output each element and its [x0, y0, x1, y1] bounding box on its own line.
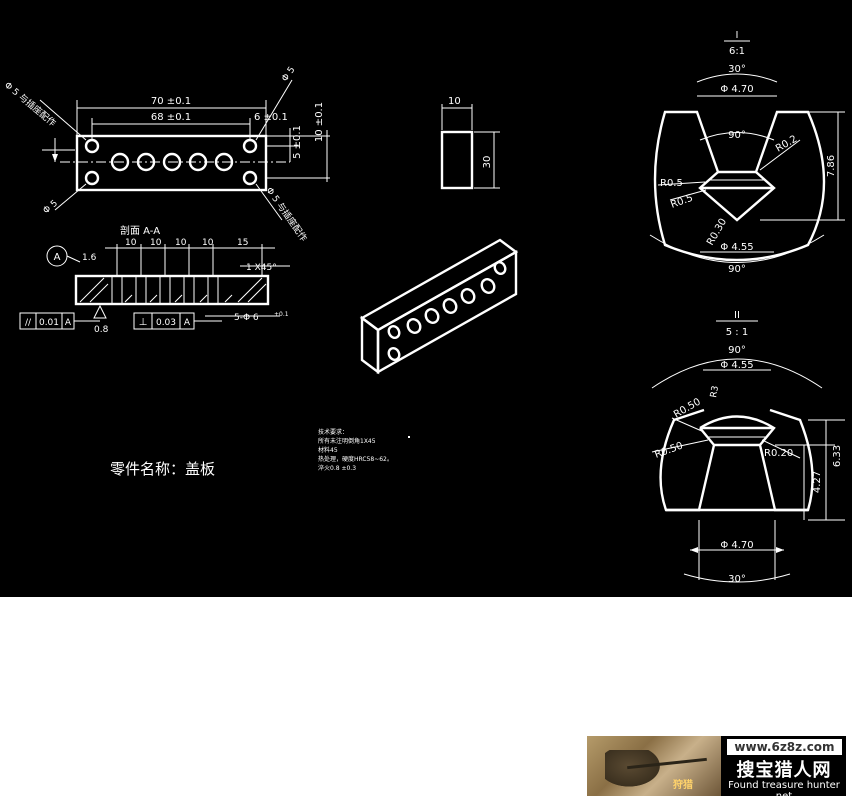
- hunter-photo: 狩猎: [587, 736, 721, 796]
- side-view: 10 30: [440, 96, 500, 190]
- tech-notes: 技术要求： 所有未注明倒角1X45 材料45 热处理，硬度HRC58~62。 淬…: [318, 428, 410, 472]
- detail1-bottom-angle: 90°: [728, 264, 746, 275]
- front-view: 70 ±0.1 68 ±0.1 6 ±0.1 5 ±0.1 10 ±0.1 Φ …: [2, 65, 330, 244]
- iso-side-face: [360, 315, 380, 375]
- detail1-top-angle: 30°: [728, 64, 746, 75]
- dim-68: 68 ±0.1: [151, 112, 191, 123]
- section-outline: [74, 274, 270, 306]
- detail-view-2: II 5 : 1 90° Φ 4.55 R3 R0.50 R0.50 R0.20…: [651, 310, 845, 585]
- detail1-mid-angle: 90°: [728, 130, 746, 141]
- detail1-bottom-dia: Φ 4.55: [720, 242, 753, 253]
- cad-drawing: 70 ±0.1 68 ±0.1 6 ±0.1 5 ±0.1 10 ±0.1 Φ …: [0, 0, 852, 597]
- part-name: 零件名称：盖板: [110, 460, 215, 478]
- watermark-en: Found treasure hunter net: [728, 780, 840, 796]
- detail1-r-left2: R0.5: [669, 193, 694, 211]
- detail1-r-left: R0.5: [660, 178, 683, 189]
- perp-value: 0.03: [156, 318, 176, 328]
- holes-note: 5-Φ 6: [234, 313, 259, 323]
- front-hole: [242, 138, 258, 154]
- dim-6: 6 ±0.1: [254, 112, 288, 123]
- detail2-r-left2: R0.50: [653, 440, 684, 460]
- perp-datum: A: [184, 318, 191, 328]
- chamfer-note: 1 X45°: [246, 263, 277, 273]
- side-dim-height: 30: [482, 156, 493, 169]
- note-bottom-right: Φ 5 与插座配作: [264, 185, 310, 244]
- detail1-top-dia: Φ 4.70: [720, 84, 753, 95]
- note-top-right: Φ 5: [280, 65, 297, 84]
- detail1-scale: 6:1: [729, 46, 745, 57]
- detail1-height: 7.86: [826, 155, 837, 177]
- note-bottom-left: Φ 5: [42, 199, 60, 217]
- dim-vert-b: 10 ±0.1: [314, 102, 325, 142]
- detail2-scale: 5 : 1: [726, 327, 748, 338]
- dim-70: 70 ±0.1: [151, 96, 191, 107]
- detail2-top-angle: 90°: [728, 345, 746, 356]
- holes-tol: +0.1: [274, 311, 289, 318]
- dim-vert-a: 5 ±0.1: [292, 125, 303, 159]
- note-line: 热处理，硬度HRC58~62。: [318, 455, 393, 463]
- detail2-height-total: 6.33: [832, 445, 843, 467]
- note-line: 技术要求：: [318, 428, 348, 436]
- isometric-view: [359, 238, 519, 375]
- detail2-top-dia: Φ 4.55: [720, 360, 753, 371]
- section-title: 剖面 A-A: [120, 224, 160, 237]
- detail2-r-left: R0.50: [672, 396, 703, 420]
- parallel-symbol: //: [25, 318, 32, 328]
- pitch: 10: [175, 238, 187, 248]
- side-dim-width: 10: [448, 96, 461, 107]
- pitch: 10: [125, 238, 137, 248]
- note-top-left: Φ 5 与插座配作: [2, 79, 58, 129]
- detail-view-1: I 6:1 30° Φ 4.70 90° R0.2 R0.5 R0.5 R0.3…: [649, 30, 845, 275]
- roughness-top: 1.6: [82, 253, 97, 263]
- front-hole: [84, 138, 100, 154]
- note-line: 淬火0.8 ±0.3: [318, 464, 356, 472]
- note-line: 材料45: [318, 446, 338, 454]
- side-plate-outline: [440, 130, 474, 190]
- pitch: 10: [202, 238, 214, 248]
- parallel-value: 0.01: [39, 318, 59, 328]
- detail2-height-lower: 4.27: [812, 471, 823, 493]
- watermark-tag: 狩猎: [673, 780, 693, 791]
- watermark-badge[interactable]: 狩猎 www.6z8z.com 搜宝猎人网 Found treasure hun…: [587, 736, 846, 796]
- parallel-datum: A: [65, 318, 72, 328]
- watermark-url[interactable]: www.6z8z.com: [727, 739, 842, 755]
- detail2-r-top: R3: [709, 385, 721, 399]
- soldier-figure-icon: [605, 750, 665, 790]
- front-hole: [214, 152, 234, 172]
- watermark-cn: 搜宝猎人网: [736, 760, 832, 781]
- detail2-id: II: [734, 310, 740, 321]
- detail1-id: I: [736, 30, 739, 41]
- perp-symbol: ⊥: [139, 317, 148, 328]
- note-line: 所有未注明倒角1X45: [318, 437, 376, 445]
- pitch: 10: [150, 238, 162, 248]
- front-hole: [242, 170, 258, 186]
- pitch: 15: [237, 238, 248, 248]
- section-view: 剖面 A-A A 1.6 10 10 10 10 15: [19, 224, 290, 335]
- roughness-bottom: 0.8: [94, 325, 109, 335]
- datum-label: A: [54, 252, 61, 263]
- front-hole: [84, 170, 100, 186]
- detail2-bottom-dia: Φ 4.70: [720, 540, 753, 551]
- detail2-r-right: R0.20: [764, 448, 793, 459]
- detail1-r-right: R0.2: [774, 134, 799, 155]
- detail2-bottom-angle: 30°: [728, 574, 746, 585]
- front-plate-outline: [75, 134, 268, 192]
